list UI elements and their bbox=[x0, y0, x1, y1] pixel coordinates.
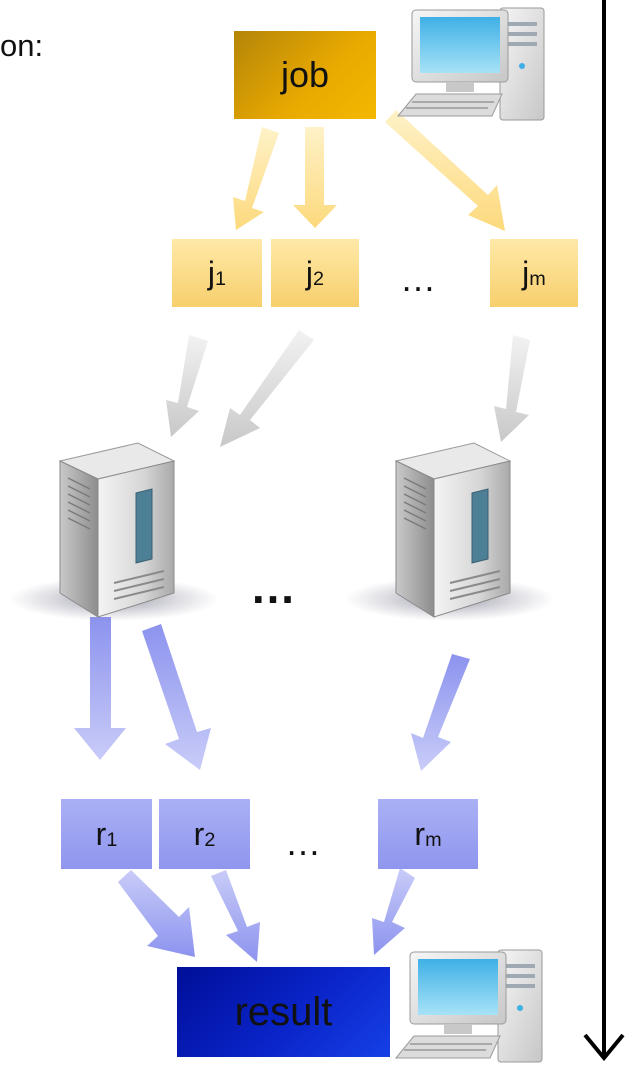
result-piece-subscript: m bbox=[425, 829, 442, 852]
result-piece-label: r bbox=[414, 815, 426, 852]
job-box: job bbox=[234, 31, 376, 119]
server-tower-icon bbox=[345, 442, 555, 621]
desktop-computer-icon bbox=[394, 949, 543, 1063]
arrow-rm-to-result bbox=[372, 868, 415, 955]
job-label: job bbox=[280, 54, 330, 95]
arrow-server1-to-r1 bbox=[74, 617, 126, 760]
timeline-arrow-icon bbox=[583, 0, 625, 1062]
result-piece-subscript: 2 bbox=[204, 829, 216, 852]
arrow-job-to-j1 bbox=[233, 127, 279, 230]
arrow-r2-to-result bbox=[211, 870, 260, 962]
subjob-label: j bbox=[522, 254, 530, 291]
arrow-server2-to-rm bbox=[411, 654, 470, 771]
result-box: result bbox=[177, 967, 390, 1057]
arrow-server1-to-r2 bbox=[142, 624, 211, 770]
server-tower-icon bbox=[9, 442, 219, 621]
subjob-label: j bbox=[305, 254, 314, 291]
arrow-job-to-j2 bbox=[293, 127, 337, 228]
desktop-computer-icon bbox=[396, 7, 545, 121]
result-piece-label: r bbox=[95, 815, 107, 852]
ellipsis-results: … bbox=[285, 822, 321, 863]
subjob-subscript: m bbox=[529, 268, 546, 291]
arrow-j2-to-server1 bbox=[220, 330, 314, 447]
arrow-jm-to-server2 bbox=[494, 335, 530, 442]
subjob-subscript: 2 bbox=[313, 268, 325, 291]
heading-text: on: bbox=[0, 28, 44, 63]
subjob-label: j bbox=[207, 254, 216, 291]
ellipsis-subjobs: … bbox=[400, 258, 436, 299]
arrow-j1-to-server1 bbox=[166, 335, 208, 437]
arrow-r1-to-result bbox=[118, 870, 195, 957]
result-piece-label: r bbox=[193, 815, 205, 852]
arrow-job-to-jm bbox=[385, 110, 505, 231]
ellipsis-servers: … bbox=[250, 561, 296, 613]
result-piece-subscript: 1 bbox=[106, 829, 118, 852]
result-label: result bbox=[234, 989, 333, 1034]
subjob-subscript: 1 bbox=[215, 268, 227, 291]
